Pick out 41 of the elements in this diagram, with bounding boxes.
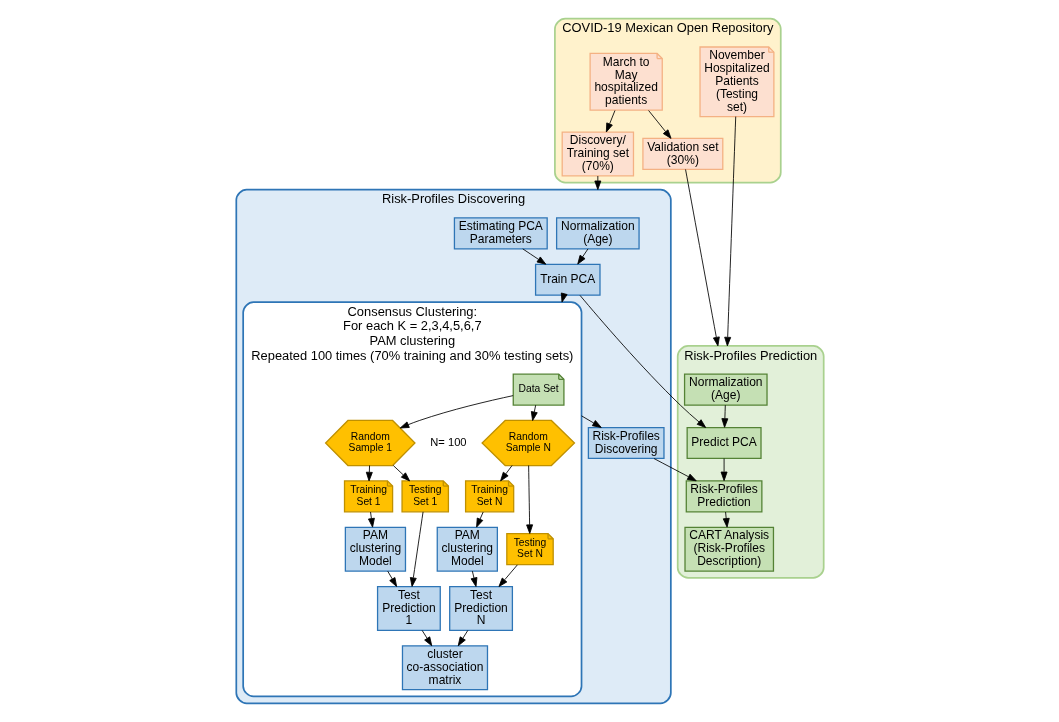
arrow [421,629,432,647]
node-box: Risk-Profiles Discovering [587,426,665,460]
node-box: Predict PCA [686,426,762,460]
arrow [475,511,484,528]
node-box: Normalization (Age) [555,217,640,250]
arrow [580,415,602,428]
node-box: Risk-Profiles Prediction [685,480,762,513]
node-box: cluster co-association matrix [401,645,488,691]
node-box: Estimating PCA Parameters [453,217,548,250]
arrow [525,465,533,534]
arrow [392,465,410,482]
arrow [530,404,538,421]
node-box: Discovery/ Training set (70%) [561,131,634,177]
arrow [365,465,373,482]
arrow [399,395,513,429]
label: N= 100 [429,435,467,448]
arrow [470,570,477,587]
node-box: CART Analysis (Risk-Profiles Description) [683,526,774,572]
arrow [367,511,375,528]
arrow [647,110,671,139]
node-box: Validation set (30%) [641,137,723,171]
node-box: Test Prediction N [448,585,513,631]
arrow [386,570,397,587]
arrow [409,511,423,587]
node-box: PAM clustering Model [344,526,406,572]
arrow [720,458,727,482]
arrow [457,629,468,647]
arrow [720,404,728,428]
arrow [684,169,720,347]
arrow [576,248,588,265]
arrow [723,116,736,347]
arrow [605,110,615,133]
node-box: PAM clustering Model [436,526,498,572]
node-box: Normalization (Age) [683,373,768,406]
arrow [499,465,513,482]
arrow [653,458,697,482]
arrow [498,564,518,587]
arrow [593,175,601,190]
node-box: Test Prediction 1 [376,585,441,631]
arrow [521,248,546,265]
arrow [722,511,730,528]
